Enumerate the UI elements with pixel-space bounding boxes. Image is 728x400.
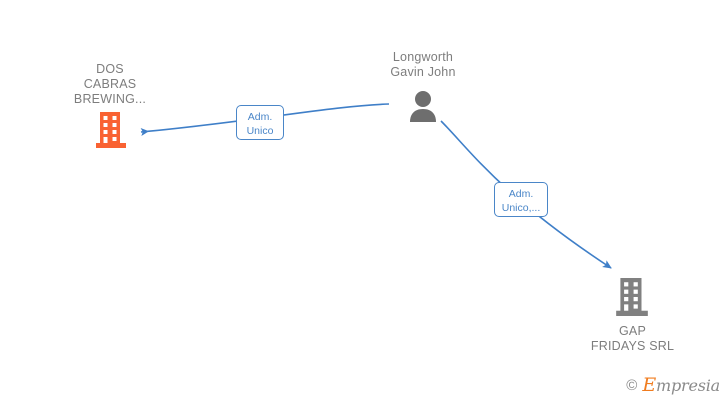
node-label-line-1: GAP bbox=[619, 324, 646, 338]
edge-label-line-2: Unico,... bbox=[501, 202, 541, 214]
edge-person-to-gap-fridays bbox=[440, 120, 612, 269]
node-label-longworth: Longworth Gavin John bbox=[368, 50, 478, 80]
node-label-line-2: Gavin John bbox=[390, 65, 456, 79]
brand-name: Empresia bbox=[642, 374, 720, 396]
node-label-gap-fridays: GAP FRIDAYS SRL bbox=[580, 324, 685, 354]
node-label-dos-cabras: DOS CABRAS BREWING... bbox=[60, 62, 160, 107]
brand-initial: E bbox=[642, 374, 656, 396]
node-label-line-1: DOS bbox=[96, 62, 124, 76]
building-icon[interactable] bbox=[96, 112, 126, 153]
node-label-line-1: Longworth bbox=[392, 50, 454, 64]
brand-rest: mpresia bbox=[656, 376, 720, 395]
node-label-line-3: BREWING... bbox=[73, 92, 147, 106]
person-icon[interactable] bbox=[407, 90, 439, 127]
edge-label-line-1: Adm. bbox=[508, 188, 534, 200]
edge-label-adm-unico-gap-fridays[interactable]: Adm. Unico,... bbox=[494, 182, 548, 217]
building-icon[interactable] bbox=[616, 278, 648, 321]
copyright-icon: © bbox=[626, 377, 638, 394]
edge-label-adm-unico-dos-cabras[interactable]: Adm. Unico bbox=[236, 105, 284, 140]
node-label-line-2: CABRAS bbox=[83, 77, 137, 91]
edge-label-line-1: Adm. bbox=[247, 111, 273, 123]
edge-label-line-2: Unico bbox=[246, 125, 274, 137]
watermark-empresia: © Empresia bbox=[626, 374, 720, 396]
node-label-line-2: FRIDAYS SRL bbox=[590, 339, 675, 353]
